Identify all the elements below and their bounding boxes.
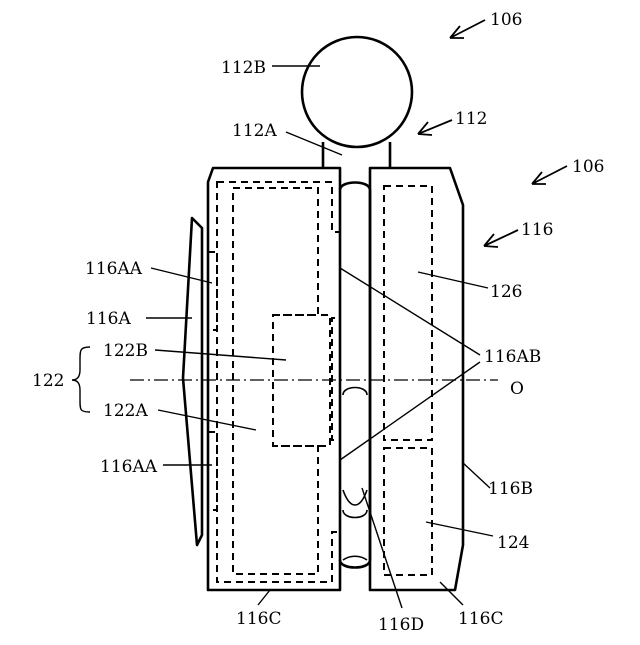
detent-bottom bbox=[343, 556, 367, 560]
left-block-outline bbox=[208, 168, 340, 590]
leader-122B bbox=[155, 350, 286, 360]
body-116 bbox=[183, 168, 463, 590]
label-116B: 116B bbox=[488, 479, 533, 499]
label-116D: 116D bbox=[378, 615, 424, 635]
brace-122 bbox=[72, 347, 90, 412]
leader-116AB-lower bbox=[340, 362, 480, 460]
label-116A: 116A bbox=[86, 309, 131, 329]
sphere-112B bbox=[302, 37, 412, 147]
arrow-106-mid bbox=[532, 166, 567, 184]
label-122A: 122A bbox=[103, 401, 148, 421]
label-O: O bbox=[510, 379, 524, 399]
left-cavity-inner-122A bbox=[233, 188, 318, 574]
leader-112A bbox=[286, 132, 342, 155]
label-126: 126 bbox=[490, 282, 522, 302]
label-124: 124 bbox=[497, 533, 529, 553]
label-116AB: 116AB bbox=[484, 347, 541, 367]
label-116AA-top: 116AA bbox=[85, 259, 143, 279]
recess-116AA-top bbox=[208, 252, 217, 330]
slot-116D bbox=[340, 183, 370, 568]
leader-116C-left bbox=[258, 590, 270, 605]
label-116C-right: 116C bbox=[458, 609, 503, 629]
label-106-mid: 106 bbox=[572, 157, 604, 177]
leader-124 bbox=[426, 522, 493, 536]
label-122B: 122B bbox=[103, 341, 148, 361]
leader-116B bbox=[462, 462, 490, 488]
leader-126 bbox=[418, 272, 488, 288]
label-122: 122 bbox=[32, 371, 64, 391]
detent-lower-2 bbox=[343, 510, 367, 518]
label-116AA-bottom: 116AA bbox=[100, 457, 158, 477]
arrow-116 bbox=[484, 230, 518, 247]
label-112B: 112B bbox=[221, 58, 266, 78]
recess-116AA-bottom bbox=[208, 432, 217, 510]
cavity-124 bbox=[384, 448, 432, 575]
cavity-126 bbox=[384, 186, 432, 440]
label-112: 112 bbox=[455, 109, 487, 129]
side-plate-116A bbox=[183, 218, 202, 545]
hidden-features bbox=[208, 182, 432, 582]
label-116C-left: 116C bbox=[236, 609, 281, 629]
arrow-106-top bbox=[450, 20, 485, 38]
left-cavity-outer bbox=[217, 182, 340, 582]
leader-lines bbox=[146, 66, 493, 608]
arrow-112 bbox=[418, 120, 452, 135]
leader-116C-right bbox=[440, 582, 463, 605]
detent-upper bbox=[343, 388, 367, 396]
label-106-top: 106 bbox=[490, 10, 522, 30]
label-116: 116 bbox=[521, 220, 553, 240]
label-112A: 112A bbox=[232, 121, 277, 141]
arrows bbox=[418, 20, 567, 247]
ball-part-112 bbox=[302, 37, 412, 168]
